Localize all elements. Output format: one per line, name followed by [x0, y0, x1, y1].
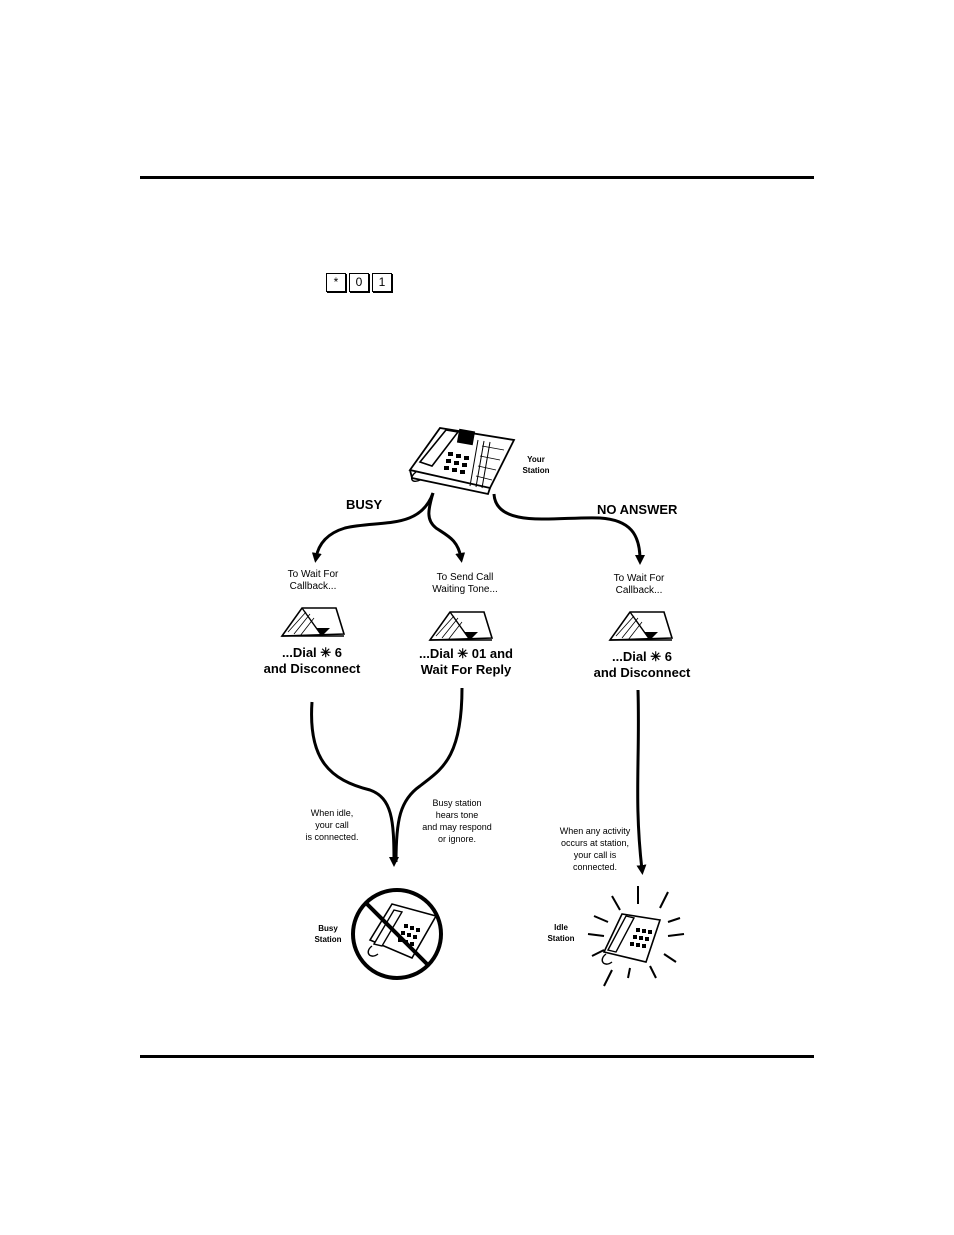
your-station-phone-icon — [408, 427, 516, 496]
middle-dial-instruction: ...Dial ✳ 01 and Wait For Reply — [419, 646, 513, 677]
top-rule — [140, 176, 814, 179]
your-station-label: Your Station — [522, 455, 550, 475]
dial-keys: * 0 1 — [326, 273, 392, 292]
no-symbol-icon — [351, 888, 443, 980]
busy-heading: BUSY — [346, 497, 383, 512]
idle-station-label: Idle Station — [547, 923, 575, 943]
left-dial-instruction: ...Dial ✳ 6 and Disconnect — [263, 645, 361, 676]
left-caption: To Wait For Callback... — [287, 569, 339, 592]
busy-tone-note: Busy station hears tone and may respond … — [422, 798, 492, 844]
busy-station-phone-icon — [367, 903, 438, 960]
zero-key: 0 — [349, 273, 369, 292]
idle-station-phone-icon — [601, 913, 662, 965]
left-tent-icon — [281, 607, 345, 637]
activity-note: When any activity occurs at station, you… — [559, 826, 631, 872]
busy-station-label: Busy Station — [314, 924, 342, 944]
when-idle-note: When idle, your call is connected. — [305, 808, 359, 842]
right-caption: To Wait For Callback... — [613, 573, 665, 596]
bottom-rule — [140, 1055, 814, 1058]
right-dial-instruction: ...Dial ✳ 6 and Disconnect — [593, 649, 691, 680]
ringing-lines-icon — [587, 886, 685, 987]
one-key: 1 — [372, 273, 392, 292]
middle-tent-icon — [429, 611, 493, 641]
no-answer-heading: NO ANSWER — [597, 502, 678, 517]
right-tent-icon — [609, 611, 673, 641]
middle-caption: To Send Call Waiting Tone... — [432, 572, 498, 595]
star-key: * — [326, 273, 346, 292]
